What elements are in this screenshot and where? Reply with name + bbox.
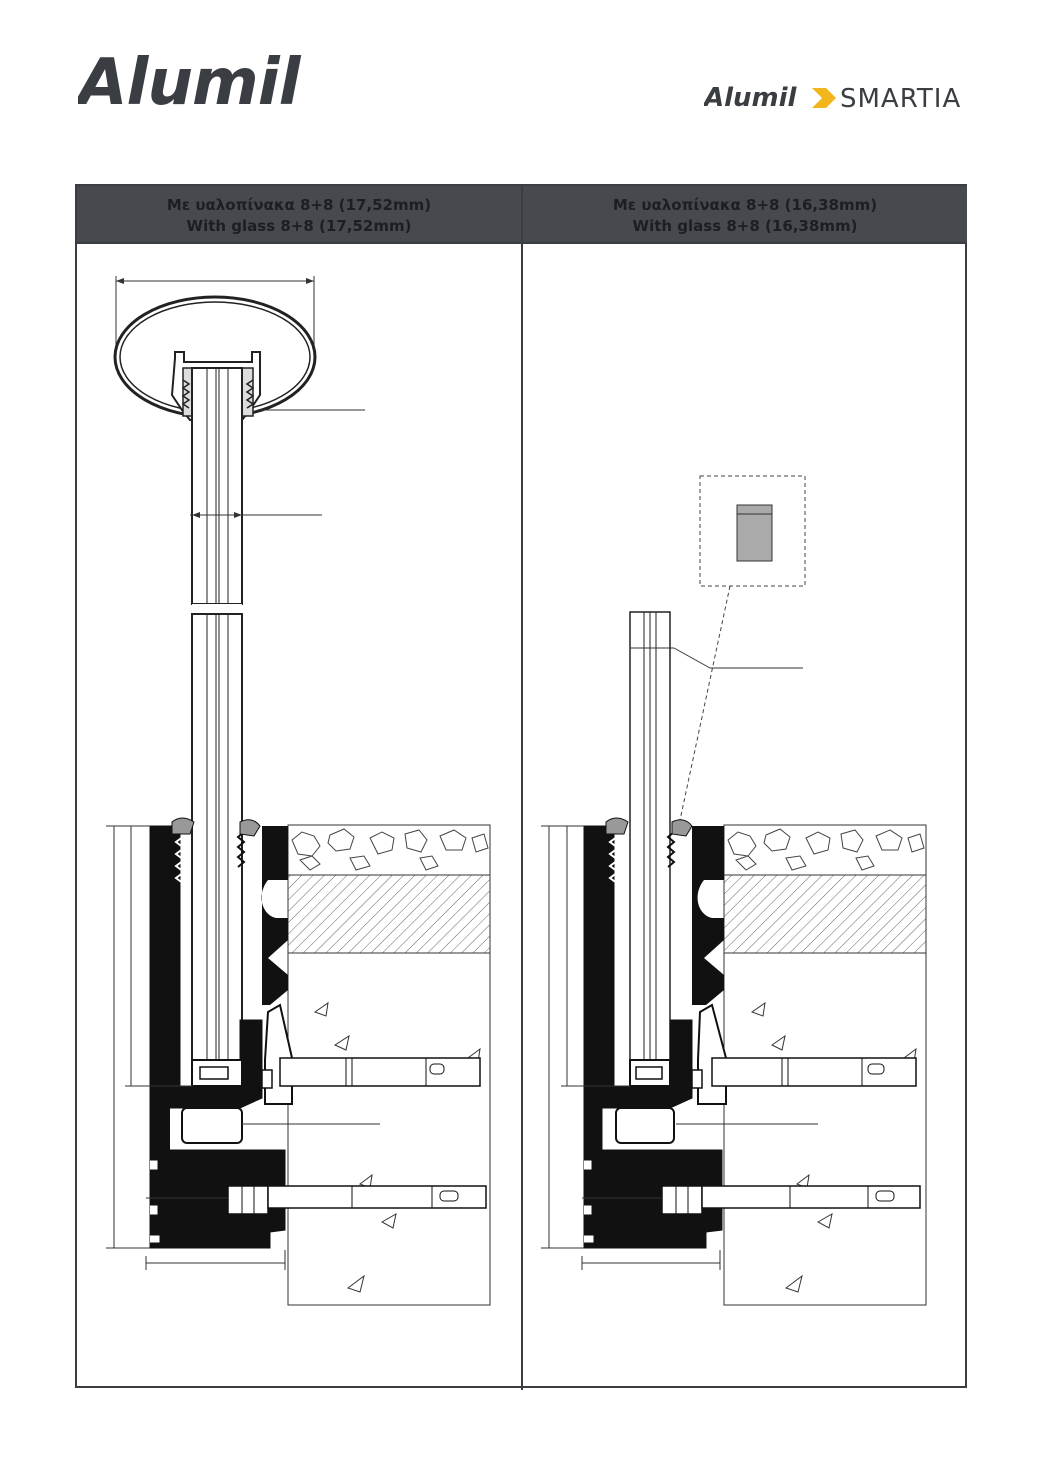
gasket-detail-icon bbox=[679, 475, 806, 821]
details-table: Με υαλοπίνακα 8+8 (17,52mm) With glass 8… bbox=[75, 184, 967, 1390]
concrete-slab-icon bbox=[287, 824, 491, 1306]
svg-text:SMARTIA: SMARTIA bbox=[840, 84, 961, 114]
column-header-left: Με υαλοπίνακα 8+8 (17,52mm) With glass 8… bbox=[77, 186, 521, 242]
svg-text:Alumil: Alumil bbox=[704, 83, 798, 113]
dimension-lines-left bbox=[106, 825, 286, 1270]
column-divider bbox=[521, 186, 523, 1390]
chevron-accent-icon bbox=[812, 88, 836, 108]
svg-text:Alumil: Alumil bbox=[78, 48, 302, 110]
alumil-logo: Alumil bbox=[78, 48, 303, 110]
column-title-greek: Με υαλοπίνακα 8+8 (17,52mm) bbox=[166, 196, 432, 214]
glass-panel-icon bbox=[629, 611, 803, 1075]
column-title-greek: Με υαλοπίνακα 8+8 (16,38mm) bbox=[612, 196, 878, 214]
glass-panel-icon bbox=[190, 367, 322, 1075]
anchor-bolt-icon bbox=[146, 1057, 487, 1215]
alumil-smartia-logo: Alumil SMARTIA bbox=[704, 83, 961, 114]
column-header-right: Με υαλοπίνακα 8+8 (16,38mm) With glass 8… bbox=[523, 186, 967, 242]
column-title-english: With glass 8+8 (17,52mm) bbox=[186, 217, 412, 235]
concrete-slab-icon bbox=[723, 824, 927, 1306]
anchor-bolt-icon bbox=[582, 1057, 921, 1215]
column-title-english: With glass 8+8 (16,38mm) bbox=[632, 217, 858, 235]
dimension-lines-right bbox=[541, 825, 721, 1270]
